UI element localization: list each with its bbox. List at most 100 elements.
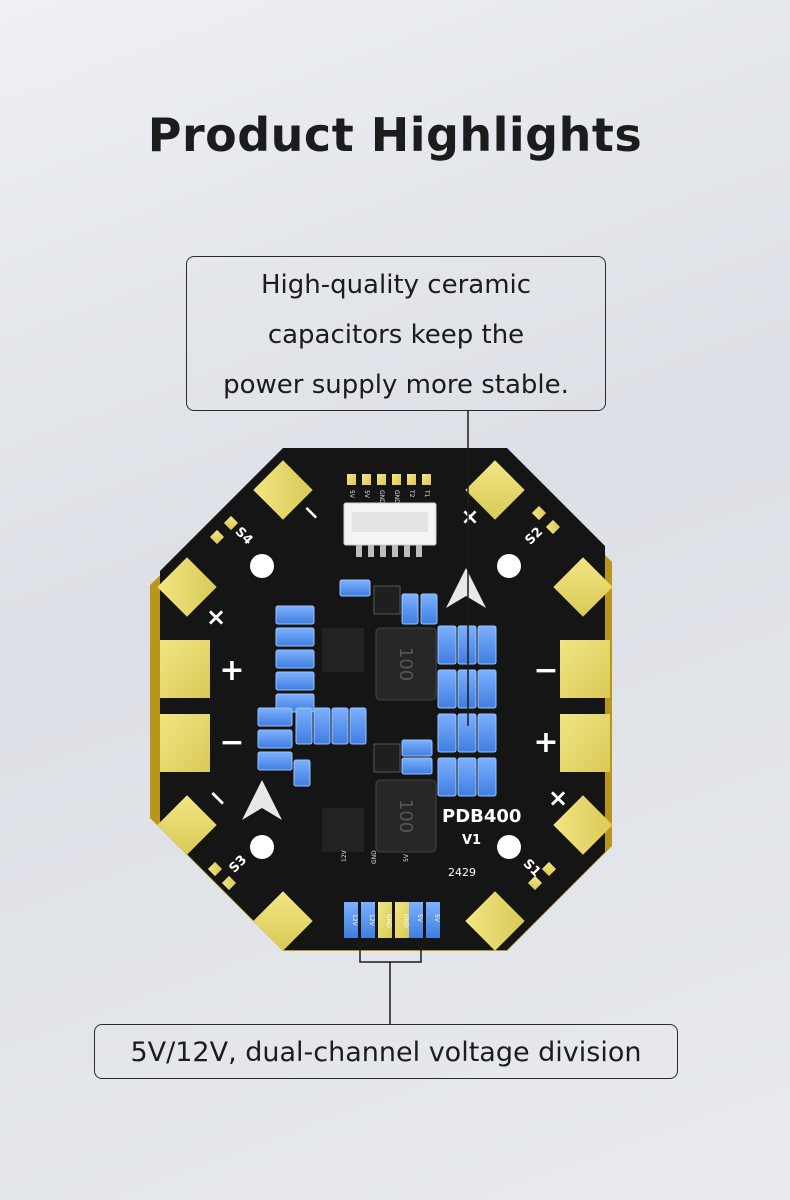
jst-connector-inner (352, 512, 428, 532)
top-pin-label-4: GND (393, 490, 400, 504)
capacitor-callout-line-2: capacitors keep the (267, 320, 525, 350)
bottom-pin-label-4: GND (402, 914, 409, 928)
capacitor-callout: High-quality ceramic capacitors keep the… (186, 256, 606, 411)
bottom-pin-pad-6 (426, 902, 440, 938)
polarity-minus-left: − (219, 725, 244, 760)
bottom-pin-label-6: 5V (433, 914, 440, 923)
mounting-holes (250, 554, 521, 859)
capacitor-top-pair-2 (420, 593, 438, 625)
capacitor-row-1 (295, 707, 313, 745)
bottom-pin-pad-4 (395, 902, 409, 938)
signal-pad-s1-b (527, 875, 543, 891)
capacitor-mid-2 (257, 729, 293, 749)
page-title: Product Highlights (147, 108, 643, 162)
capacitor-right-9 (477, 713, 497, 753)
capacitor-right-11 (457, 757, 477, 797)
top-pin-pad-4 (392, 474, 401, 485)
polarity-cross-top: × (461, 505, 479, 530)
pad-top-left (253, 460, 313, 520)
bottom-silk-5v: 5V (403, 853, 410, 862)
capacitor-right-12 (477, 757, 497, 797)
pad-right-upper (553, 557, 613, 617)
direction-arrow-top (446, 568, 486, 608)
mounting-hole-bottom-right (497, 835, 521, 859)
capacitor-right-4 (437, 669, 457, 709)
capacitor-right-3 (477, 625, 497, 665)
capacitor-right-2 (457, 625, 477, 665)
corner-pads (157, 460, 613, 951)
capacitor-row-3 (331, 707, 349, 745)
signal-pad-s2-b (545, 519, 561, 535)
pad-top-right (465, 460, 525, 520)
capacitor-mid-1 (257, 707, 293, 727)
bottom-pin-label-1: 12V (351, 914, 358, 927)
pad-right-lower (553, 795, 613, 855)
capacitor-left-4 (275, 671, 315, 691)
bottom-pin-header: 12V GND 5V 12V 12V GND GND 5V 5V (341, 849, 440, 938)
jst-pin-3 (380, 545, 386, 557)
direction-arrow-bottom (242, 780, 282, 820)
battery-pad-left-plus (160, 640, 210, 698)
bottom-pin-pad-5 (409, 902, 423, 938)
ceramic-capacitors (257, 579, 497, 797)
capacitor-right-7 (437, 713, 457, 753)
capacitor-row-2 (313, 707, 331, 745)
inductor-lower (375, 779, 437, 853)
jst-pin-5 (404, 545, 410, 557)
capacitor-right-5 (457, 669, 477, 709)
signal-pad-s3-a (207, 861, 223, 877)
top-pin-label-3: GND (378, 490, 385, 504)
polarity-minus-right: − (533, 653, 558, 688)
voltage-callout: 5V/12V, dual-channel voltage division (94, 1024, 678, 1079)
capacitor-callout-line-3: power supply more stable. (223, 370, 569, 400)
pad-bottom-right (465, 891, 525, 951)
capacitor-left-3 (275, 649, 315, 669)
pad-left-upper (157, 557, 217, 617)
board-version-label: V1 (462, 833, 481, 848)
capacitor-center-2 (401, 757, 433, 775)
jst-pin-2 (368, 545, 374, 557)
capacitor-right-6 (477, 669, 497, 709)
polarity-cross-left: × (206, 603, 226, 631)
polarity-plus-right: + (533, 725, 558, 760)
capacitor-right-10 (437, 757, 457, 797)
battery-pad-right-minus (560, 640, 610, 698)
signal-pads (207, 505, 561, 891)
capacitor-center-1 (401, 739, 433, 757)
top-pin-pad-1 (347, 474, 356, 485)
signal-pad-s4-a (223, 515, 239, 531)
bottom-pin-label-5: 5V (416, 914, 423, 923)
capacitor-right-1 (437, 625, 457, 665)
ic-lower (322, 808, 364, 852)
capacitor-left-2 (275, 627, 315, 647)
polarity-plus-left: + (219, 653, 244, 688)
top-pin-label-6: T1 (423, 489, 430, 498)
pad-bottom-left (253, 891, 313, 951)
battery-pads (160, 640, 610, 772)
battery-pad-left-minus (160, 714, 210, 772)
top-pin-label-2: 5V (363, 490, 370, 499)
top-pin-label-5: T2 (408, 489, 415, 498)
bottom-silk-gnd: GND (371, 850, 378, 864)
top-pin-label-1: 5V (348, 490, 355, 499)
jst-pin-4 (392, 545, 398, 557)
mounting-hole-top-left (250, 554, 274, 578)
mosfet-upper (373, 585, 401, 615)
capacitor-callout-line-1: High-quality ceramic (260, 270, 532, 300)
top-pin-header: 5V 5V GND GND T2 T1 (343, 474, 437, 557)
signal-pad-s1-a (541, 861, 557, 877)
bottom-pin-label-3: GND (385, 914, 392, 928)
bottom-pin-pad-3 (378, 902, 392, 938)
signal-pad-s2-a (531, 505, 547, 521)
bottom-silk-12v: 12V (341, 849, 348, 862)
signal-pad-s4-b (209, 529, 225, 545)
mounting-hole-bottom-left (250, 835, 274, 859)
capacitor-top-small (339, 579, 371, 597)
inductor-upper (375, 627, 437, 701)
board-model-label: PDB400 (442, 806, 521, 827)
inductor-lower-marking: 100 (395, 799, 416, 833)
pad-left-lower (157, 795, 217, 855)
jst-pin-6 (416, 545, 422, 557)
top-pin-pad-5 (407, 474, 416, 485)
top-pin-pad-6 (422, 474, 431, 485)
